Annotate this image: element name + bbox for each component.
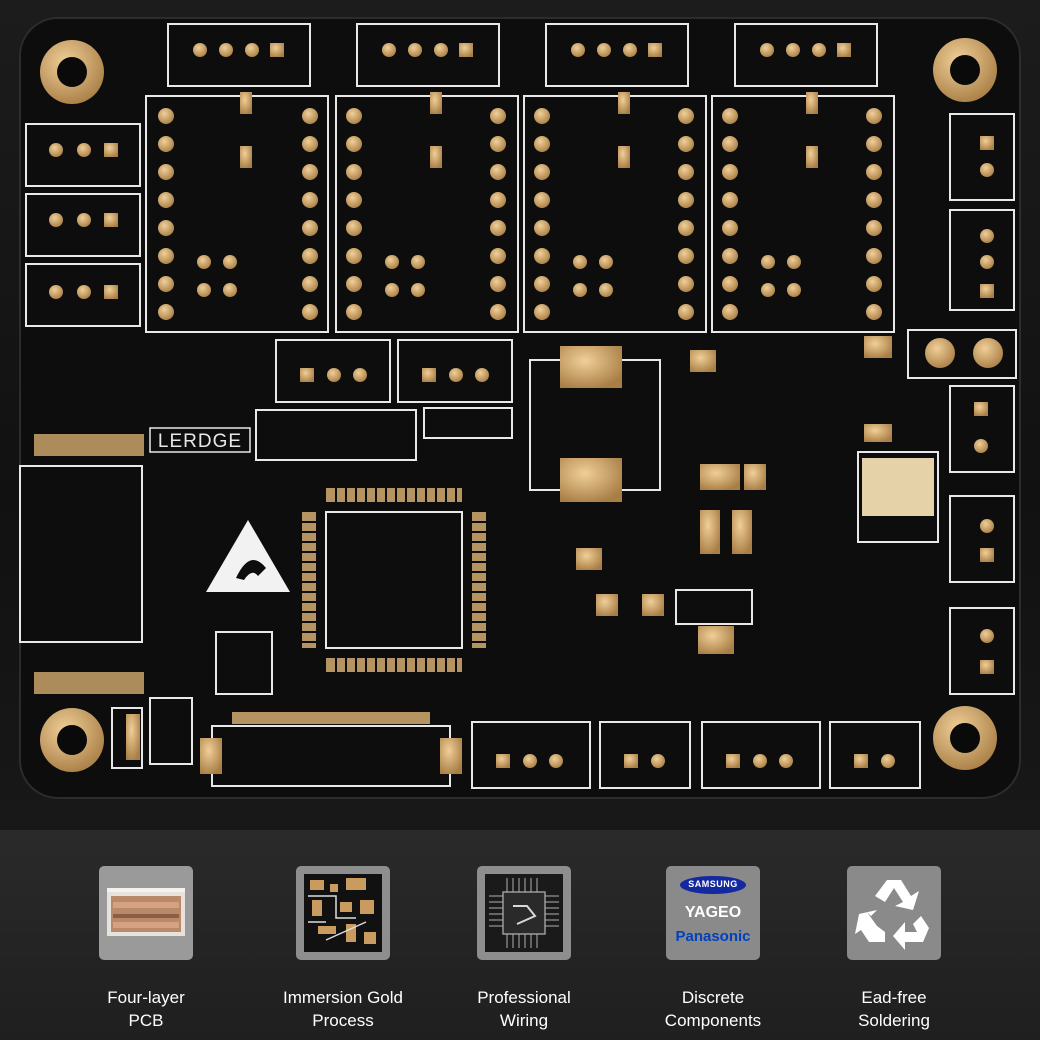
feature-title-line1: Ead-free [861, 988, 927, 1007]
mcu-pin-gaps [302, 488, 486, 672]
feature-professional-wiring: Professional Wiring [434, 866, 614, 1032]
feature-discrete-components: SAMSUNG YAGEO Panasonic Discrete Compone… [623, 866, 803, 1032]
board-label: LERDGE [158, 431, 242, 452]
pcb-board-illustration: LERDGE [19, 17, 1021, 799]
panasonic-logo: Panasonic [675, 928, 751, 945]
gold-board-icon [296, 866, 390, 960]
feature-title-line2: Components [664, 1011, 762, 1030]
chip-wiring-icon [477, 866, 571, 960]
feature-title-line2: Process [312, 1011, 374, 1030]
mounting-holes [40, 38, 997, 772]
feature-lead-free-soldering: Ead-free Soldering [804, 866, 984, 1032]
recycle-icon [847, 866, 941, 960]
samsung-logo-text: SAMSUNG [688, 879, 738, 889]
feature-title-line2: Wiring [499, 1011, 549, 1030]
silkscreen-outlines [19, 23, 1017, 789]
brand-logos-icon: SAMSUNG YAGEO Panasonic [666, 866, 760, 960]
driver-header-pins [158, 92, 882, 320]
yageo-logo: YAGEO [684, 904, 742, 921]
feature-title-line1: Discrete [681, 988, 745, 1007]
gold-pads [49, 43, 1003, 774]
esd-warning-icon [206, 520, 290, 592]
pcb-product-photo: LERDGE [0, 0, 1040, 830]
mcu-pins [34, 434, 486, 724]
feature-title-line2: PCB [128, 1011, 164, 1030]
feature-immersion-gold: Immersion Gold Process [253, 866, 433, 1032]
samsung-logo [680, 876, 746, 894]
pcb-board [19, 17, 1021, 799]
feature-title-line1: Professional [477, 988, 571, 1007]
feature-strip: Four-layer PCB Immersion Gold Process [0, 830, 1040, 1040]
feature-title-line1: Four-layer [107, 988, 185, 1007]
pcb-layers-icon [99, 866, 193, 960]
feature-title-line2: Soldering [858, 1011, 930, 1030]
board-label-frame [149, 427, 251, 453]
feature-four-layer-pcb: Four-layer PCB [56, 866, 236, 1032]
feature-title-line1: Immersion Gold [283, 988, 403, 1007]
